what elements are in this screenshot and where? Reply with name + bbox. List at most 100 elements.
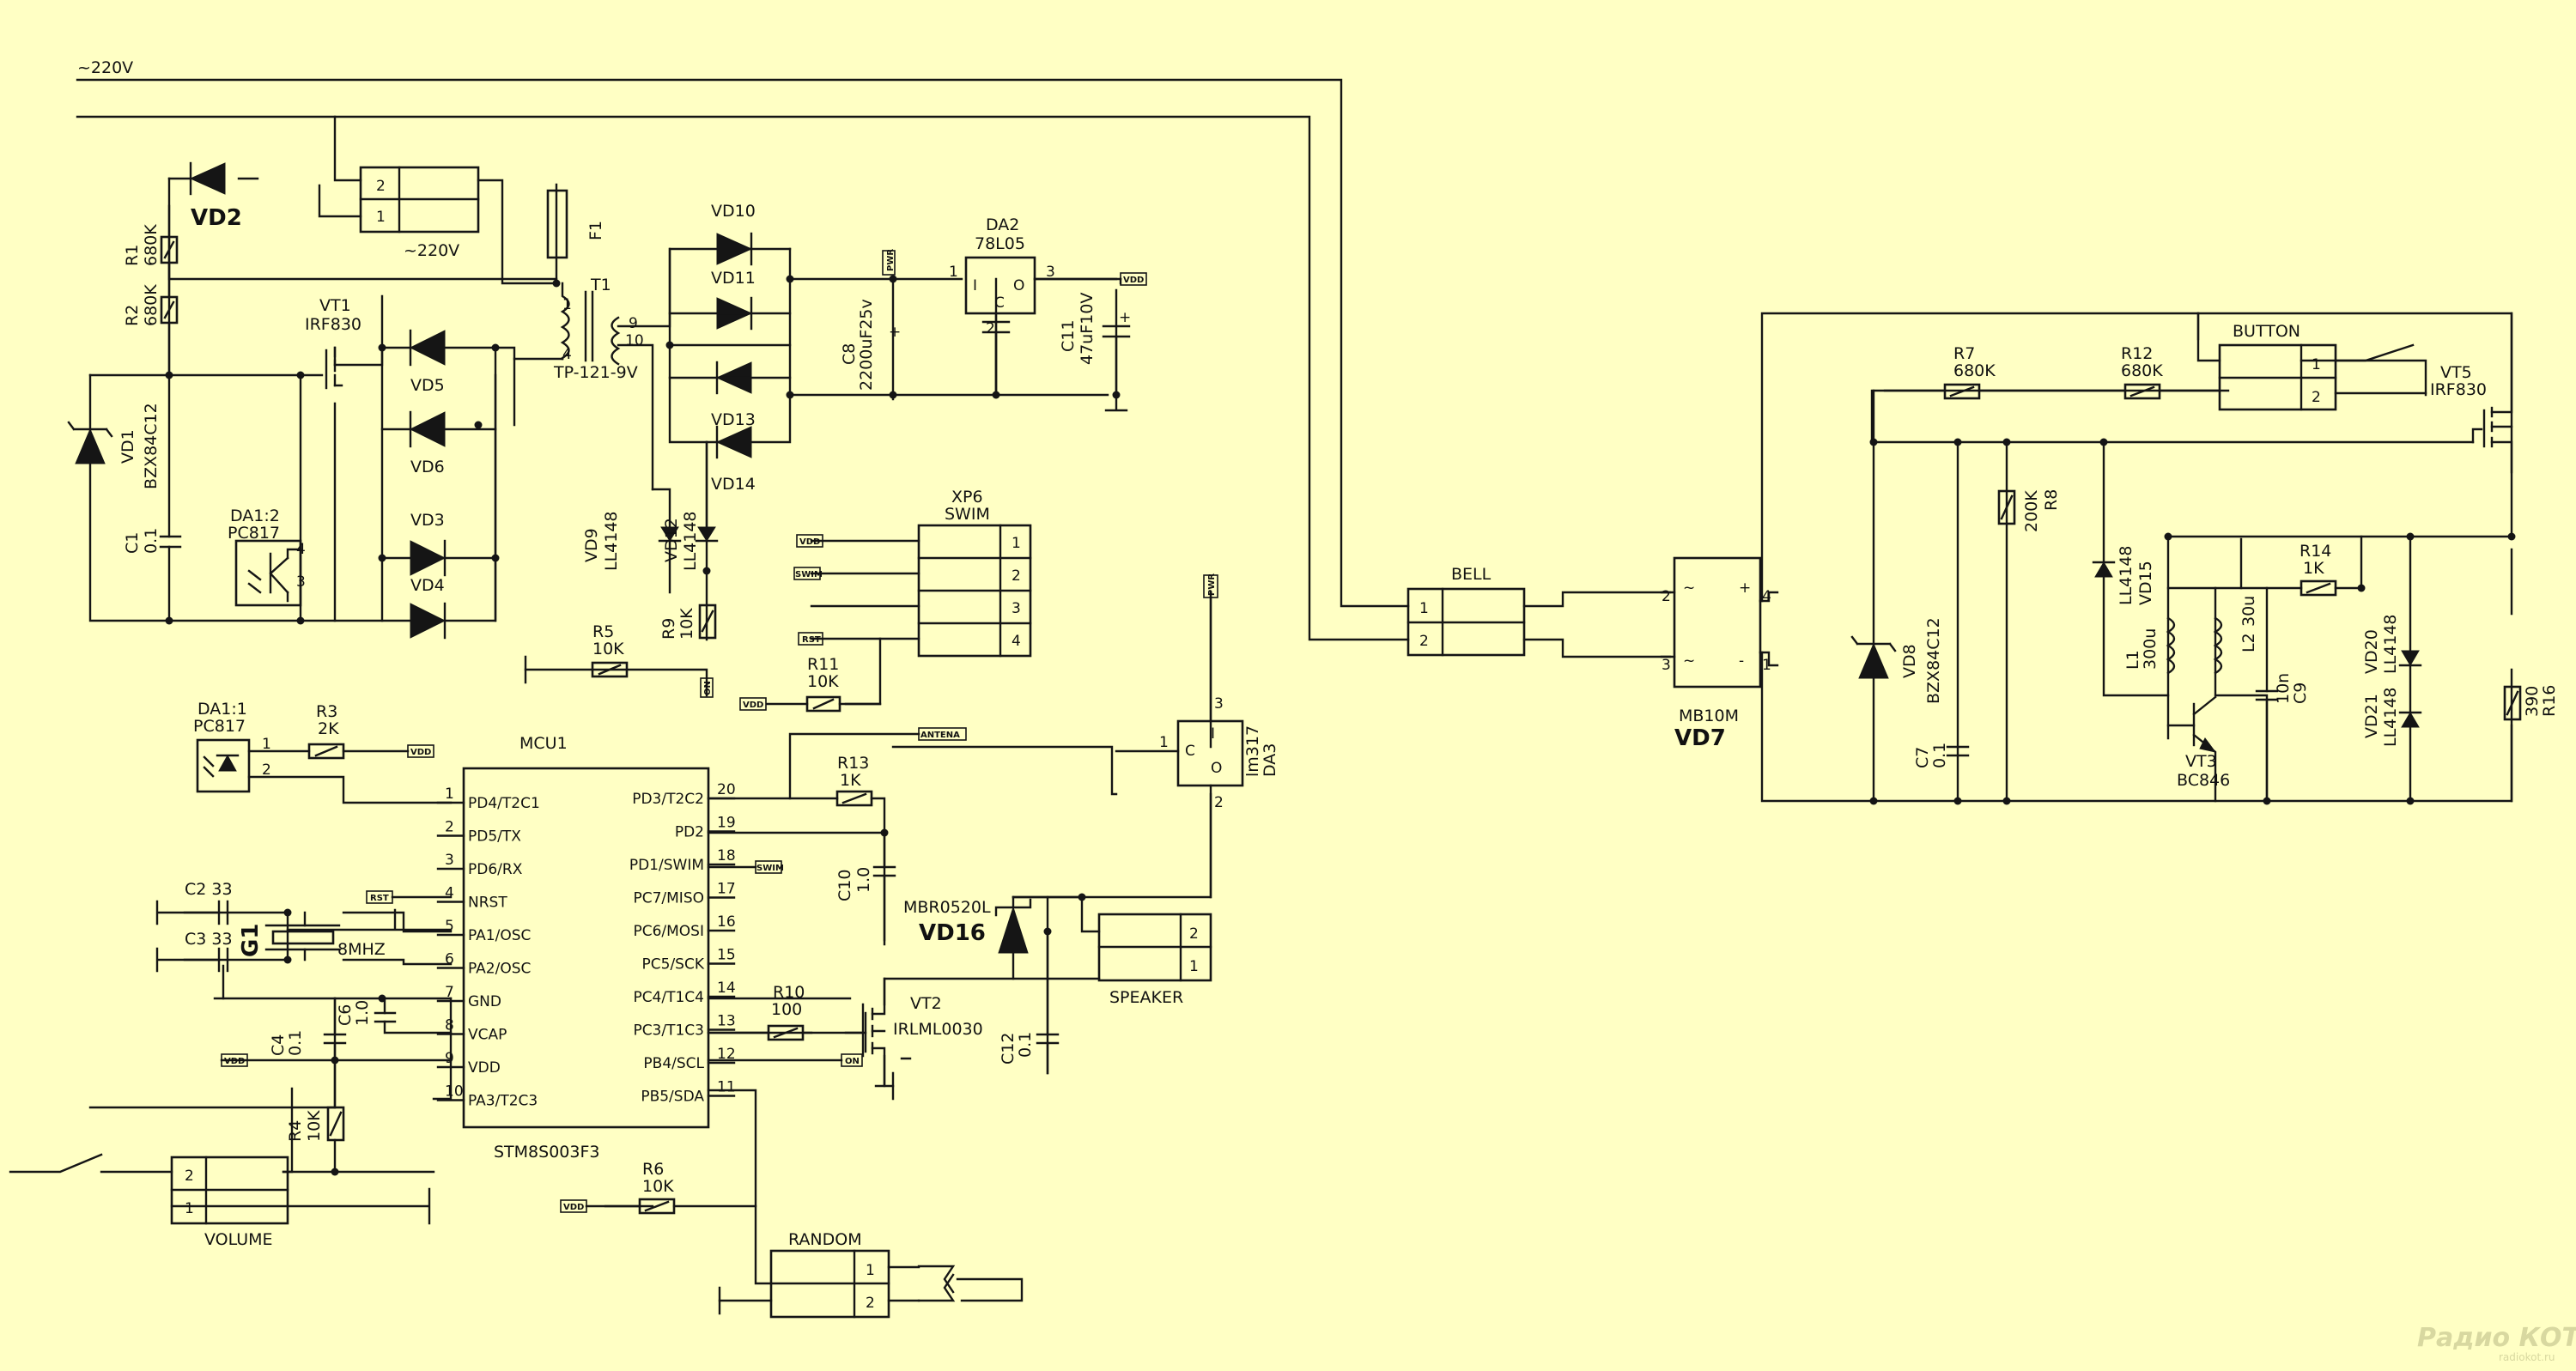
svg-text:+: + xyxy=(1119,309,1131,326)
svg-text:C7: C7 xyxy=(1913,747,1932,768)
wires xyxy=(76,78,2513,1302)
mosfet-vt1 xyxy=(299,346,343,390)
connector-button xyxy=(2196,312,2427,411)
connector-speaker xyxy=(1097,913,1212,982)
diode-vd9 xyxy=(658,526,682,543)
svg-text:3: 3 xyxy=(296,573,306,591)
mcu-pin-name: PB5/SDA xyxy=(641,1089,704,1106)
svg-text:0.1: 0.1 xyxy=(1016,1032,1035,1058)
zener-vd8 xyxy=(1850,635,1897,679)
svg-text:LL4148: LL4148 xyxy=(602,511,621,571)
mains-connector-label: ~220V xyxy=(404,241,459,260)
svg-text:C1: C1 xyxy=(123,532,142,554)
svg-text:R6: R6 xyxy=(642,1160,664,1179)
bridge-vd7 xyxy=(1660,556,1779,689)
svg-text:VOLUME: VOLUME xyxy=(204,1230,273,1249)
svg-text:G1: G1 xyxy=(238,924,264,957)
diode-vd10 xyxy=(716,232,753,266)
svg-text:LL4148: LL4148 xyxy=(2381,687,2400,747)
svg-text:SWIM: SWIM xyxy=(756,864,784,873)
svg-text:78L05: 78L05 xyxy=(975,234,1025,253)
svg-text:SWIM: SWIM xyxy=(945,505,990,524)
vd2-label: VD2 xyxy=(191,205,242,231)
svg-text:1K: 1K xyxy=(2303,559,2324,578)
connector-random xyxy=(718,1249,920,1319)
svg-text:BZX84C12: BZX84C12 xyxy=(142,403,161,489)
svg-text:VD5: VD5 xyxy=(410,376,445,395)
svg-text:10K: 10K xyxy=(807,672,839,691)
svg-text:1: 1 xyxy=(262,736,271,753)
mcu-pin-number: 2 xyxy=(445,819,454,836)
svg-text:VT3: VT3 xyxy=(2185,752,2217,771)
mcu-right-pins: 20PD3/T2C219PD218PD1/SWIM17PC7/MISO16PC6… xyxy=(629,781,736,1106)
transformer-t1 xyxy=(560,282,621,366)
svg-text:10K: 10K xyxy=(677,608,696,640)
svg-text:390: 390 xyxy=(2523,686,2542,717)
svg-text:ANTENA: ANTENA xyxy=(920,731,960,740)
schottky-vd16 xyxy=(994,895,1032,980)
mcu-pin-number: 9 xyxy=(445,1050,454,1067)
svg-text:RST: RST xyxy=(370,894,389,903)
svg-text:30u: 30u xyxy=(2239,596,2258,627)
svg-text:3: 3 xyxy=(1662,657,1671,674)
svg-text:RANDOM: RANDOM xyxy=(788,1230,862,1249)
svg-text:2: 2 xyxy=(185,1168,194,1185)
svg-text:C12: C12 xyxy=(999,1033,1018,1065)
svg-text:1: 1 xyxy=(949,264,958,281)
svg-text:LL4148: LL4148 xyxy=(2117,545,2136,605)
svg-text:2: 2 xyxy=(1662,588,1671,605)
svg-text:BELL: BELL xyxy=(1451,565,1492,584)
mcu-pin-number: 10 xyxy=(445,1083,464,1101)
resistor-r9 xyxy=(698,604,717,640)
svg-text:IRF830: IRF830 xyxy=(2430,380,2487,399)
svg-text:0.1: 0.1 xyxy=(142,528,161,554)
resistor-r8 xyxy=(1997,489,2016,525)
svg-text:1: 1 xyxy=(562,296,572,313)
mcu-pin-name: GND xyxy=(468,993,501,1010)
svg-text:4: 4 xyxy=(562,346,572,363)
svg-text:DA1:1: DA1:1 xyxy=(197,700,247,719)
tag-swim-xp6 xyxy=(793,567,821,580)
svg-text:SPEAKER: SPEAKER xyxy=(1109,988,1183,1007)
svg-text:R3: R3 xyxy=(316,702,337,721)
svg-text:O: O xyxy=(1211,760,1222,777)
mcu-pin-number: 13 xyxy=(717,1013,736,1030)
mcu-pin-name: PD1/SWIM xyxy=(629,857,704,874)
mcu-pin-name: PD4/T2C1 xyxy=(468,795,540,812)
svg-text:lm317: lm317 xyxy=(1243,725,1262,777)
fuse-f1 xyxy=(546,189,568,259)
connector-bell xyxy=(1406,587,1526,657)
tag-pwr-da3 xyxy=(1203,574,1218,598)
optocoupler-da1-2 xyxy=(234,539,302,607)
svg-text:10n: 10n xyxy=(2274,673,2293,704)
mcu-pin-name: NRST xyxy=(468,895,507,912)
svg-text:R12: R12 xyxy=(2121,344,2153,363)
tag-rst-mcu xyxy=(366,890,393,904)
svg-text:C10: C10 xyxy=(835,870,854,901)
svg-text:VD9: VD9 xyxy=(582,528,601,562)
watermark-url: radiokot.ru xyxy=(2499,1351,2555,1363)
svg-text:VD14: VD14 xyxy=(711,475,756,494)
svg-text:680K: 680K xyxy=(1953,361,1996,380)
svg-text:1.0: 1.0 xyxy=(353,1000,372,1026)
svg-text:C8: C8 xyxy=(840,343,859,365)
svg-text:VT1: VT1 xyxy=(319,296,351,315)
svg-text:L2: L2 xyxy=(2239,633,2258,652)
svg-text:4: 4 xyxy=(1762,588,1771,605)
svg-text:VD4: VD4 xyxy=(410,576,445,595)
svg-text:RST: RST xyxy=(802,635,821,645)
svg-text:R13: R13 xyxy=(837,754,869,773)
tag-vdd-r11 xyxy=(739,697,767,711)
bjt-vt3 xyxy=(2166,695,2217,803)
tag-rst-xp6 xyxy=(798,632,823,646)
svg-text:2: 2 xyxy=(1419,633,1429,650)
svg-text:R14: R14 xyxy=(2300,542,2331,561)
diode-vd21 xyxy=(2398,711,2422,728)
svg-text:VD21: VD21 xyxy=(2362,694,2381,738)
inductor-l2 xyxy=(2213,616,2223,675)
svg-text:VD6: VD6 xyxy=(410,458,445,476)
svg-text:BUTTON: BUTTON xyxy=(2233,322,2300,341)
svg-text:300u: 300u xyxy=(2141,628,2160,670)
svg-text:3: 3 xyxy=(1012,600,1021,617)
tag-pwr-top xyxy=(882,250,896,276)
